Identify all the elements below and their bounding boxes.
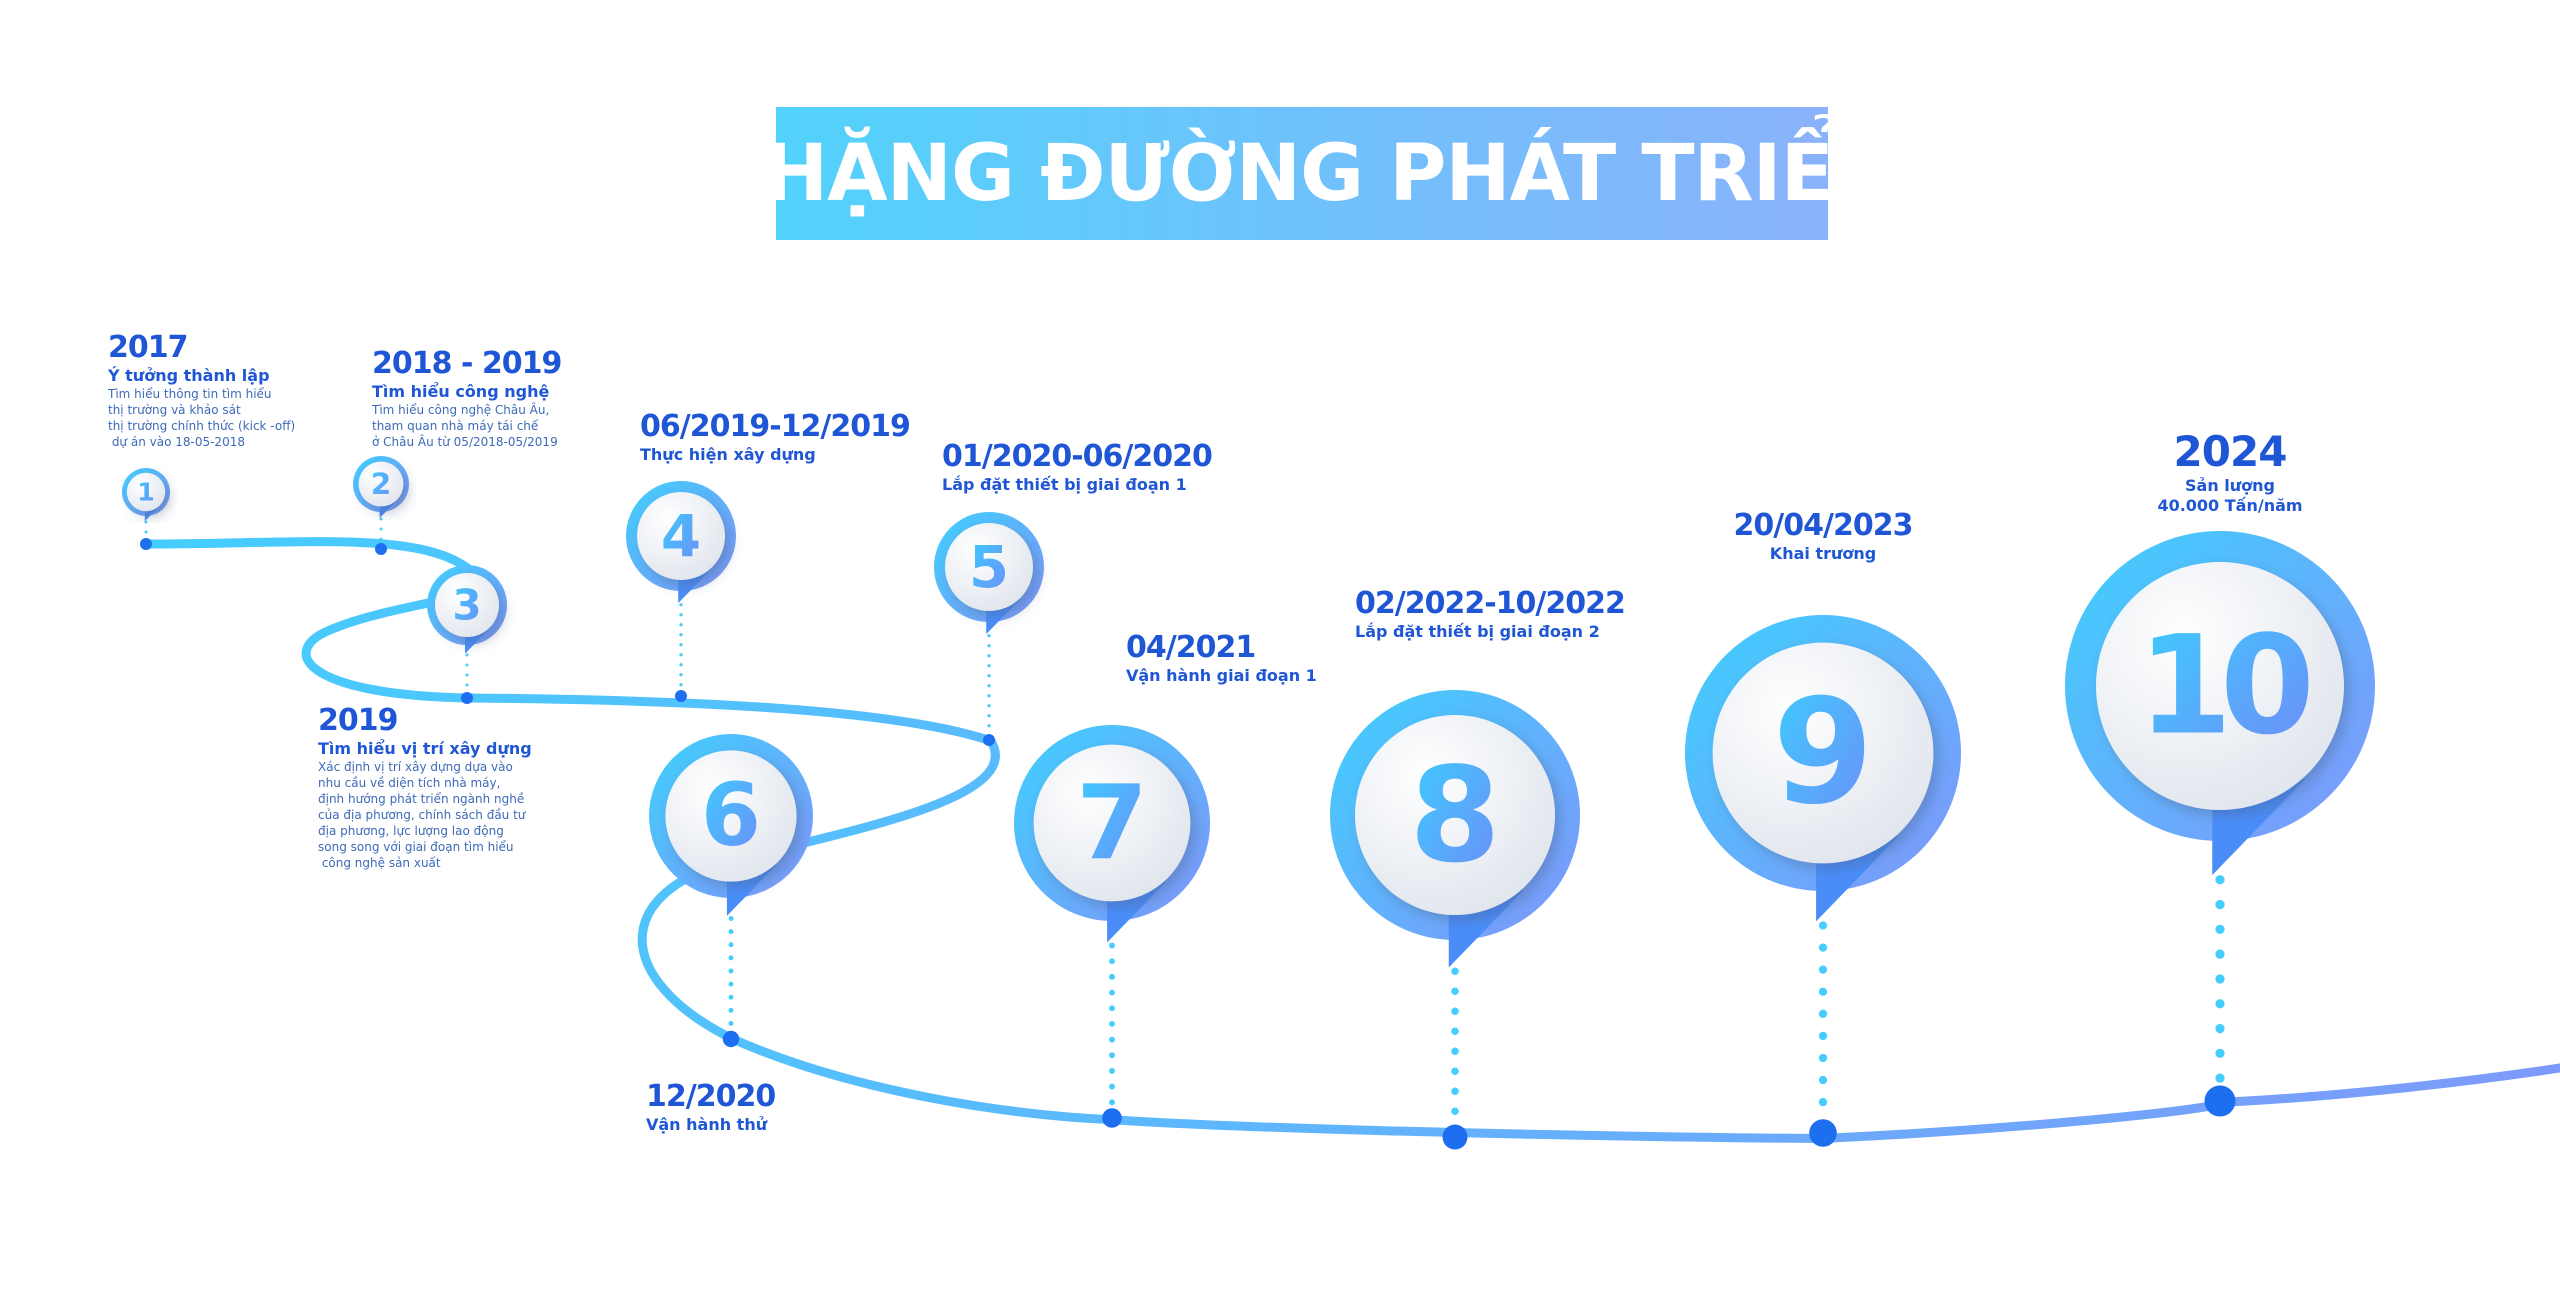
milestone-date-5: 01/2020-06/2020 (942, 439, 1213, 474)
road-dot-8 (1442, 1124, 1468, 1150)
milestone-pin-8: 8 (1330, 690, 1580, 968)
pin-number-9: 9 (1773, 669, 1874, 837)
milestone-pin-6: 6 (649, 734, 813, 917)
milestone-date-1: 2017 (108, 330, 189, 365)
pin-number-5: 5 (969, 533, 1009, 601)
milestone-heading-4: Thực hiện xây dựng (640, 445, 816, 464)
milestone-heading-8: Lắp đặt thiết bị giai đoạn 2 (1355, 622, 1600, 641)
milestone-desc-1-3: thị trường chính thức (kick -off) (108, 419, 296, 433)
milestone-heading-9: Khai trương (1769, 544, 1877, 563)
pin-disc-7 (1033, 744, 1191, 902)
title-banner: CHẶNG ĐƯỜNG PHÁT TRIỂN (707, 107, 1898, 240)
milestone-pin-1: 1 (122, 468, 170, 522)
pin-disc-10 (2096, 562, 2344, 810)
milestone-desc-3-1: Xác định vị trí xây dựng dựa vào (318, 760, 513, 774)
milestone-pin-2: 2 (353, 456, 409, 519)
road-dot-3 (461, 692, 473, 704)
road-dot-7 (1102, 1108, 1122, 1128)
pin-disc-2 (358, 461, 404, 507)
pin-disc-8 (1355, 715, 1555, 915)
milestone-desc-1-1: Tìm hiểu thông tin tìm hiểu (108, 387, 272, 401)
milestone-heading-2: Tìm hiểu công nghệ (372, 382, 550, 401)
road-dot-5 (983, 734, 995, 746)
milestone-heading-5: Lắp đặt thiết bị giai đoạn 1 (942, 475, 1187, 494)
milestone-date-7: 04/2021 (1126, 630, 1256, 665)
milestone-desc-2-3: ở Châu Âu từ 05/2018-05/2019 (372, 435, 558, 449)
milestone-desc-1-4: dự án vào 18-05-2018 (108, 435, 245, 449)
page-title: CHẶNG ĐƯỜNG PHÁT TRIỂN (706, 128, 1898, 219)
pin-disc-1 (126, 472, 166, 512)
pin-number-1: 1 (137, 478, 155, 507)
road-dot-9 (1809, 1119, 1837, 1147)
milestone-desc-2-2: tham quan nhà máy tái chế (372, 419, 539, 433)
milestone-date-10: 2024 (2173, 427, 2288, 476)
milestone-date-6: 12/2020 (646, 1079, 776, 1114)
milestone-desc-3-6: song song với giai đoạn tìm hiểu (318, 840, 514, 854)
road-dot-10 (2204, 1085, 2236, 1117)
road-dot-1 (140, 538, 152, 550)
milestone-date-9: 20/04/2023 (1733, 508, 1914, 543)
pin-number-10: 10 (2138, 607, 2309, 766)
road-dot-6 (722, 1030, 740, 1048)
milestone-desc-3-7: công nghệ sản xuất (318, 856, 441, 870)
milestone-date-3: 2019 (318, 703, 398, 738)
pin-disc-9 (1712, 642, 1934, 864)
milestone-desc-1-2: thị trường và khảo sát (108, 403, 241, 417)
road-dot-4 (675, 690, 687, 702)
milestone-heading-6: Vận hành thử (646, 1115, 768, 1134)
milestone-desc-3-5: địa phương, lực lượng lao động (318, 824, 504, 838)
pin-number-6: 6 (701, 766, 761, 866)
milestone-heading-3: Tìm hiểu vị trí xây dựng (318, 739, 532, 758)
milestone-date-8: 02/2022-10/2022 (1355, 586, 1626, 621)
milestone-heading-1: Ý tưởng thành lập (108, 366, 270, 385)
pin-disc-4 (637, 492, 725, 580)
pin-number-8: 8 (1409, 739, 1500, 892)
milestone-pin-3: 3 (427, 565, 507, 654)
pin-disc-3 (435, 573, 499, 637)
stems-layer (140, 517, 2236, 1150)
roadmap-path (141, 537, 2560, 1143)
milestone-desc-2-1: Tìm hiểu công nghệ Châu Âu, (372, 403, 550, 417)
milestone-pin-10: 10 (2065, 531, 2375, 876)
milestone-desc-3-3: định hướng phát triển ngành nghề (318, 792, 525, 806)
pin-number-3: 3 (452, 581, 481, 630)
milestone-pin-9: 9 (1685, 615, 1961, 922)
milestone-date-2: 2018 - 2019 (372, 346, 562, 381)
milestone-desc-10-1: 40.000 Tấn/năm (2157, 496, 2303, 515)
pin-number-7: 7 (1076, 763, 1148, 883)
milestone-date-4: 06/2019-12/2019 (640, 409, 911, 444)
pin-disc-6 (665, 750, 797, 882)
milestone-pin-7: 7 (1014, 725, 1210, 943)
milestone-heading-7: Vận hành giai đoạn 1 (1126, 666, 1317, 685)
milestone-desc-3-2: nhu cầu về diện tích nhà máy, (318, 776, 501, 790)
pin-number-4: 4 (661, 502, 701, 570)
pins-layer: 1 2 3 4 5 6 7 8 9 10 (122, 456, 2375, 968)
pin-disc-5 (945, 523, 1033, 611)
milestone-heading-10: Sản lượng (2185, 476, 2275, 495)
milestone-pin-4: 4 (626, 481, 736, 604)
milestone-pin-5: 5 (934, 512, 1044, 635)
milestone-desc-3-4: của địa phương, chính sách đầu tư (318, 808, 526, 822)
road-dot-2 (375, 543, 387, 555)
pin-number-2: 2 (371, 467, 391, 501)
